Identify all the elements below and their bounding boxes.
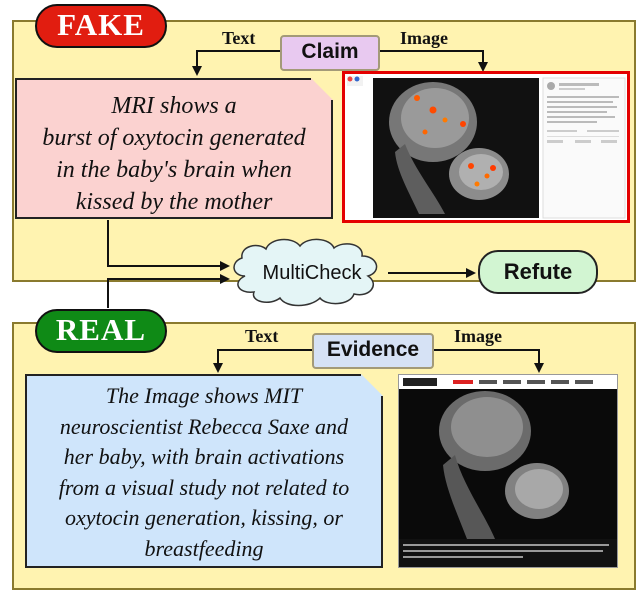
evidence-text-box: The Image shows MIT neuroscientist Rebec… bbox=[25, 374, 383, 568]
evidence-line: The Image shows MIT bbox=[105, 383, 303, 408]
claim-to-text-arrow bbox=[192, 50, 280, 76]
evidence-to-text-arrow bbox=[213, 349, 312, 373]
claim-line: MRI shows a bbox=[111, 93, 237, 119]
claim-text-box: MRI shows a burst of oxytocin generated … bbox=[15, 78, 333, 219]
claim-mri-picture bbox=[345, 74, 627, 220]
evidence-image-label: Image bbox=[454, 326, 502, 346]
real-to-multicheck-arrow bbox=[107, 274, 230, 308]
refute-verdict: Refute bbox=[478, 250, 598, 294]
evidence-mri-picture bbox=[399, 375, 617, 567]
note-fold-corner bbox=[361, 374, 383, 396]
claim-to-image-arrow bbox=[376, 50, 488, 72]
claim-image-label: Image bbox=[400, 28, 448, 48]
claim-line: burst of oxytocin generated bbox=[42, 125, 306, 151]
multicheck-cloud bbox=[233, 238, 378, 307]
evidence-line: her baby, with brain activations bbox=[63, 444, 345, 469]
evidence-line: from a visual study not related to bbox=[58, 474, 350, 500]
evidence-line: oxytocin generation, kissing, or bbox=[64, 505, 343, 530]
evidence-image bbox=[398, 374, 618, 568]
real-label: REAL bbox=[35, 309, 167, 353]
claim-tag: Claim bbox=[280, 35, 380, 71]
note-fold-corner bbox=[311, 78, 333, 100]
fake-to-multicheck-arrow bbox=[107, 220, 230, 271]
evidence-text-label: Text bbox=[245, 326, 279, 346]
claim-line: kissed by the mother bbox=[75, 189, 273, 215]
evidence-tag: Evidence bbox=[312, 333, 434, 369]
claim-line: in the baby's brain when bbox=[56, 157, 292, 183]
multicheck-label: MultiCheck bbox=[262, 262, 362, 284]
claim-image bbox=[342, 71, 630, 223]
evidence-line: neuroscientist Rebecca Saxe and bbox=[59, 413, 349, 439]
claim-text-label: Text bbox=[222, 28, 256, 48]
evidence-line: breastfeeding bbox=[144, 535, 264, 561]
fake-label: FAKE bbox=[35, 4, 167, 48]
evidence-to-image-arrow bbox=[430, 349, 544, 373]
